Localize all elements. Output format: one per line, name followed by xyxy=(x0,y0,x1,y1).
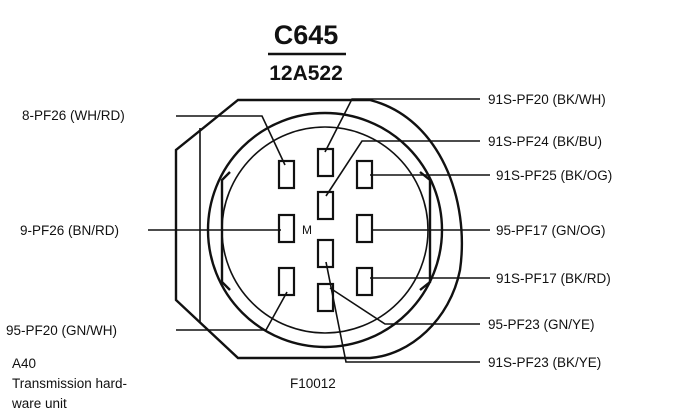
circuit-label-right: 91S-PF20 (BK/WH) xyxy=(488,92,606,107)
circuit-label-right: 91S-PF25 (BK/OG) xyxy=(496,168,612,183)
connector-housing xyxy=(174,98,464,360)
circuit-label-left: 8-PF26 (WH/RD) xyxy=(22,108,125,123)
figure-id: F10012 xyxy=(290,376,336,391)
circuit-label-left: 95-PF20 (GN/WH) xyxy=(6,323,117,338)
circuit-label-right: 91S-PF24 (BK/BU) xyxy=(488,134,602,149)
pin-center-lower xyxy=(316,238,335,269)
pin-95-pf17 xyxy=(355,213,374,244)
circuit-label-right: 91S-PF17 (BK/RD) xyxy=(496,271,611,286)
leader-8-pf26 xyxy=(176,115,286,166)
pin-8 xyxy=(277,159,296,190)
circuit-label-right: 91S-PF23 (BK/YE) xyxy=(488,355,601,370)
caption-line: ware unit xyxy=(11,396,67,411)
leader-95-pf23 xyxy=(329,287,480,325)
connector-title: C645 xyxy=(274,20,339,50)
circuit-label-right: 95-PF23 (GN/YE) xyxy=(488,317,595,332)
keying-tab-left xyxy=(220,171,231,291)
pin-9 xyxy=(277,213,296,244)
pin-91s-pf20 xyxy=(316,147,335,178)
leader-91s-pf24 xyxy=(325,140,480,197)
caption-line: A40 xyxy=(12,356,36,371)
pin-marker: M xyxy=(302,223,312,237)
pin-95-pf20 xyxy=(277,266,296,297)
circuit-label-left: 9-PF26 (BN/RD) xyxy=(20,223,119,238)
caption-line: Transmission hard- xyxy=(12,376,127,391)
keying-tab-right xyxy=(419,171,432,291)
pin-91s-pf25 xyxy=(355,159,374,190)
leader-91s-pf20 xyxy=(324,98,480,153)
leader-91s-pf23 xyxy=(325,261,480,363)
leader-95-pf20 xyxy=(176,291,288,331)
circuit-label-right: 95-PF17 (GN/OG) xyxy=(496,223,606,238)
pin-91s-pf24 xyxy=(316,190,335,221)
pin-91s-pf17 xyxy=(355,266,374,297)
part-number: 12A522 xyxy=(269,62,343,85)
